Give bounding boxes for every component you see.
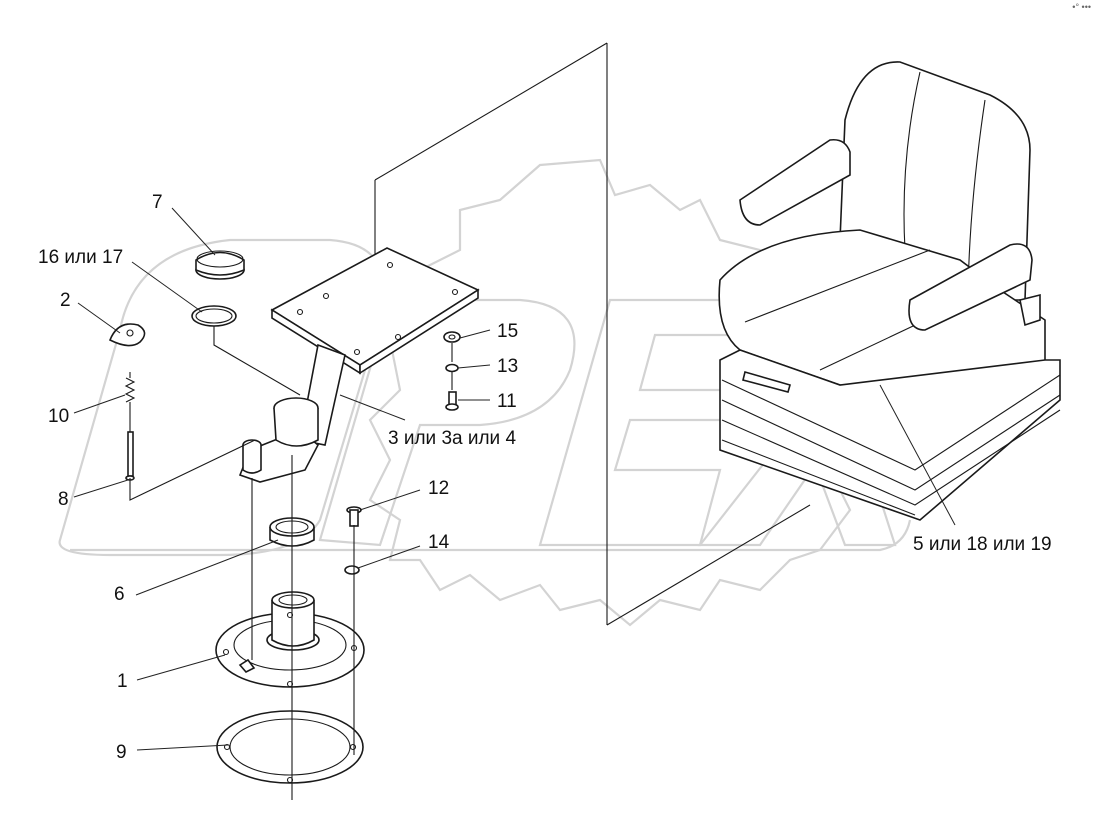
callout-11: 11	[497, 391, 517, 412]
mounting-plane	[374, 42, 811, 626]
part-7-cap	[195, 250, 245, 280]
callout-labels: 7 16 или 17 2 10 8 6 1 9 15 13 11 3 или …	[38, 192, 1052, 763]
callout-2: 2	[60, 290, 71, 311]
callout-5: 5 или 18 или 19	[913, 534, 1052, 555]
part-8-pin	[125, 431, 135, 481]
callout-15: 15	[497, 321, 518, 342]
leader-lines	[73, 207, 956, 751]
part-2-clip	[108, 323, 146, 347]
part-11-bolt	[445, 391, 459, 411]
corner-mark: •° •••	[1072, 2, 1091, 12]
watermark-letter-p	[318, 298, 576, 547]
part-10-spring	[124, 372, 136, 403]
callout-7: 7	[152, 192, 163, 213]
callout-9: 9	[116, 742, 127, 763]
part-14-washer	[344, 565, 360, 575]
callout-13: 13	[497, 356, 518, 377]
part-9-gasket	[216, 710, 364, 784]
callout-6: 6	[114, 584, 125, 605]
part-13-lockwasher	[445, 363, 459, 373]
callout-10: 10	[48, 406, 69, 427]
watermark-frame	[70, 519, 912, 552]
watermark-gear	[368, 158, 852, 627]
part-12-bolt	[346, 506, 362, 527]
part-15-washer	[443, 331, 461, 343]
callout-14: 14	[428, 532, 450, 553]
callout-16: 16 или 17	[38, 247, 123, 268]
mounting-bracket	[238, 247, 480, 483]
part-1-flange	[215, 591, 365, 688]
part-5-seat	[718, 61, 1061, 521]
callout-3: 3 или 3а или 4	[388, 428, 516, 449]
part-16-ring	[191, 305, 237, 327]
callout-12: 12	[428, 478, 449, 499]
callout-8: 8	[58, 489, 69, 510]
callout-1: 1	[117, 671, 128, 692]
assembly-lines	[129, 326, 453, 800]
